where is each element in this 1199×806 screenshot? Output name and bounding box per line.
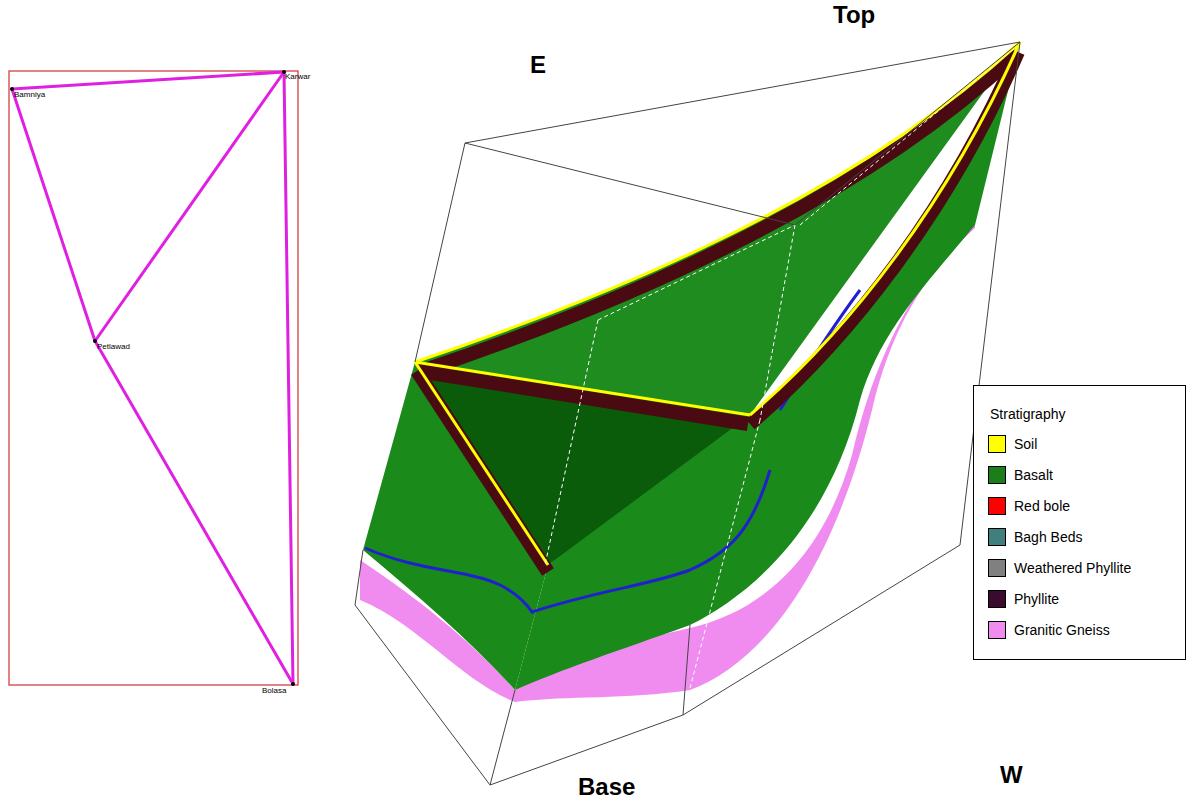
soil-lines (415, 42, 1020, 565)
compass-label: E (530, 52, 546, 78)
axis-label: Top (833, 2, 875, 28)
axis-label: Base (578, 774, 635, 800)
bagh-beds (365, 290, 860, 612)
legend-item: Weathered Phyllite (974, 552, 1185, 583)
legend-label: Bagh Beds (1014, 529, 1083, 545)
legend-label: Soil (1014, 436, 1037, 452)
legend-item: Basalt (974, 459, 1185, 490)
legend-label: Weathered Phyllite (1014, 560, 1131, 576)
hidden-edges (545, 48, 1015, 715)
legend-swatch (988, 621, 1006, 639)
legend-label: Phyllite (1014, 591, 1059, 607)
legend-title: Stratigraphy (990, 406, 1185, 422)
place-name: Petlawad (97, 343, 130, 352)
place-name: Bamniya (14, 91, 45, 100)
section-lines (12, 72, 293, 684)
legend-swatch (988, 435, 1006, 453)
legend-item: Granitic Gneiss (974, 614, 1185, 645)
basalt-inner-triangle (415, 362, 750, 565)
wireframe-box (355, 42, 1020, 785)
legend-swatch (988, 528, 1006, 546)
legend-label: Red bole (1014, 498, 1070, 514)
legend-box: StratigraphySoilBasaltRed boleBagh BedsW… (973, 385, 1186, 660)
legend-label: Granitic Gneiss (1014, 622, 1110, 638)
place-dots (10, 70, 295, 686)
place-name: Karwar (285, 73, 310, 82)
legend-swatch (988, 590, 1006, 608)
legend-item: Soil (974, 428, 1185, 459)
map-frame (9, 71, 298, 685)
legend-swatch (988, 466, 1006, 484)
legend-label: Basalt (1014, 467, 1053, 483)
compass-label: W (1000, 762, 1023, 788)
legend-swatch (988, 559, 1006, 577)
place-name: Bolasa (262, 687, 286, 696)
legend-item: Red bole (974, 490, 1185, 521)
legend-swatch (988, 497, 1006, 515)
legend-item: Phyllite (974, 583, 1185, 614)
legend-item: Bagh Beds (974, 521, 1185, 552)
phyllite-bands (417, 52, 1018, 572)
